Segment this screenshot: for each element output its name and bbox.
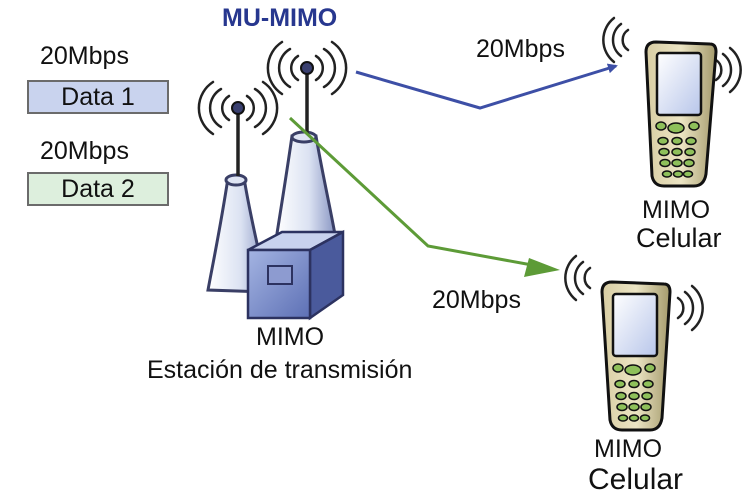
base-station-box <box>246 229 345 321</box>
stream-1-rate: 20Mbps <box>40 42 129 70</box>
phone-1 <box>602 16 742 188</box>
phone-1-label-line2: Celular <box>636 223 722 253</box>
phone-2 <box>564 254 704 432</box>
phone-2-label-line1: MIMO <box>594 435 663 463</box>
stream-2-box: Data 2 <box>27 172 169 206</box>
diagram-title: MU-MIMO <box>222 4 338 32</box>
wave-icon-antenna-right <box>266 40 348 96</box>
stream-1-box: Data 1 <box>27 80 169 114</box>
arrow-to-phone-1 <box>355 63 618 110</box>
station-label-line2: Estación de transmisión <box>147 356 413 384</box>
station-label-line1: MIMO <box>256 323 325 351</box>
stream-2-rate: 20Mbps <box>40 137 129 165</box>
wave-icon-antenna-left <box>197 80 279 136</box>
arrow-to-phone-2 <box>288 116 560 277</box>
link-2-rate: 20Mbps <box>432 286 521 314</box>
link-1-rate: 20Mbps <box>476 35 565 63</box>
phone-2-label-line2: Celular <box>588 463 684 496</box>
phone-1-label-line1: MIMO <box>642 196 711 224</box>
